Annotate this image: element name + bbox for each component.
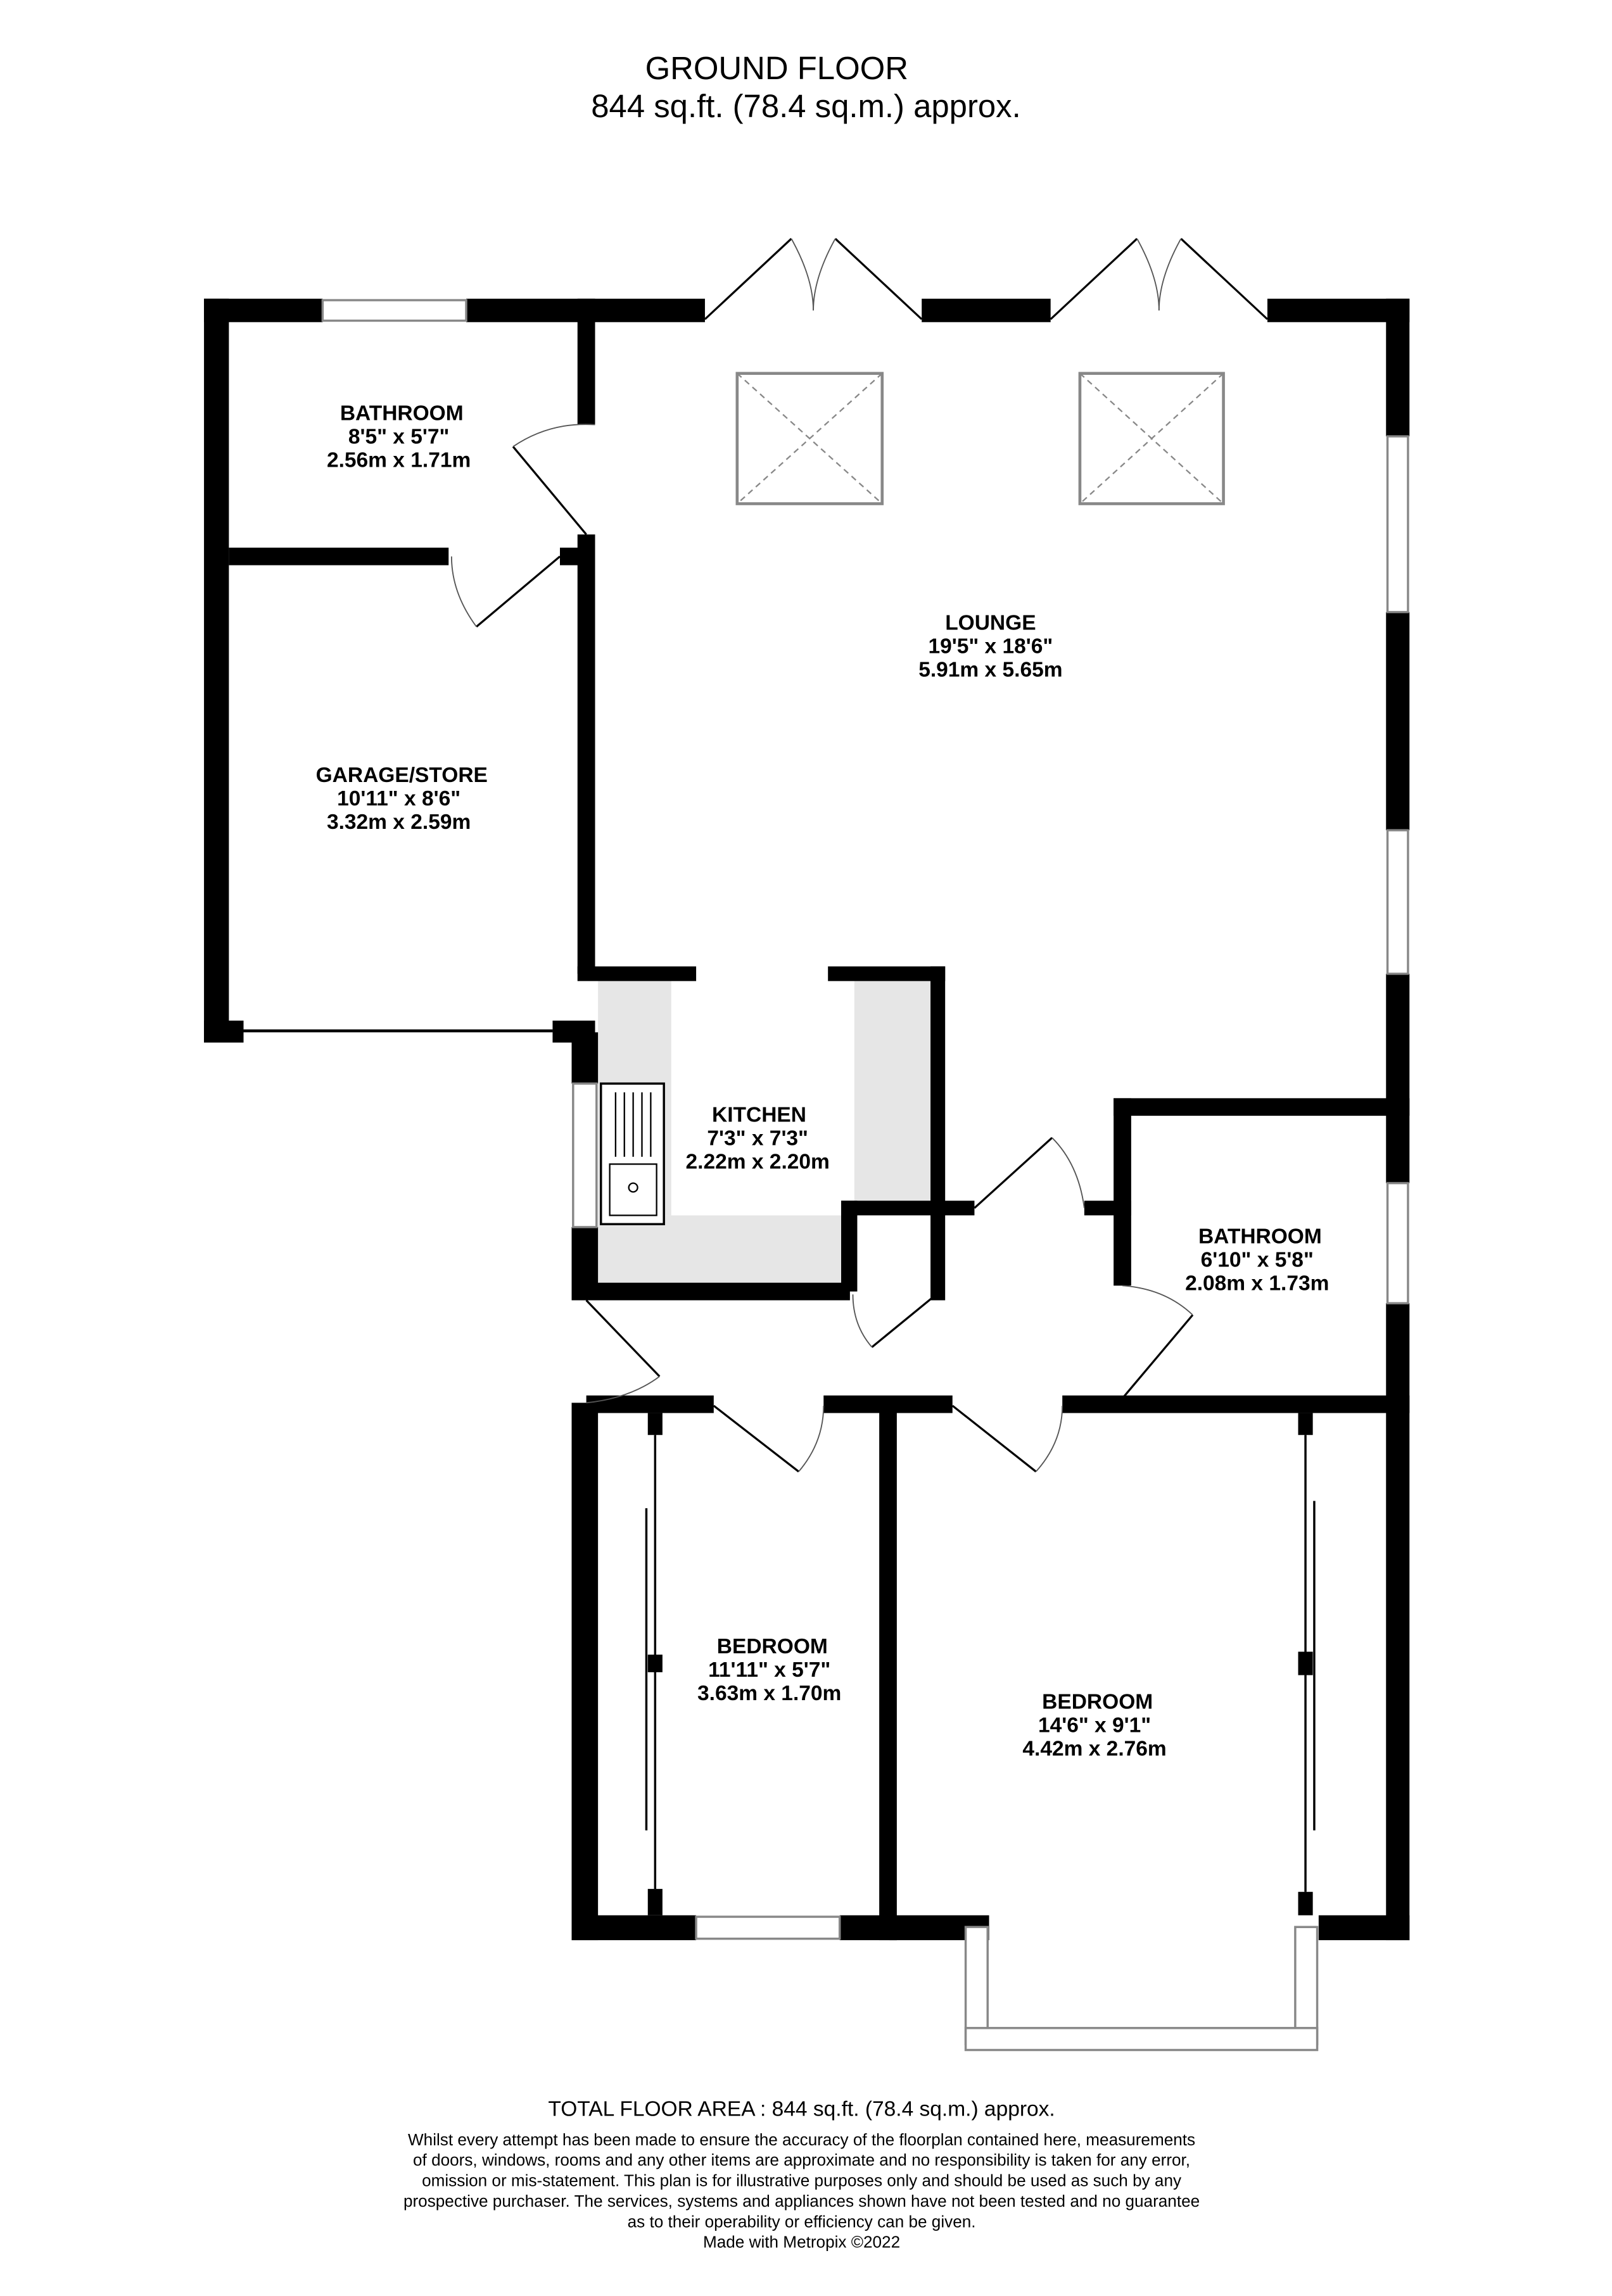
svg-text:BEDROOM: BEDROOM <box>1042 1691 1153 1714</box>
svg-text:6'10" x 5'8": 6'10" x 5'8" <box>1201 1248 1314 1271</box>
plan-area: 844 sq.ft. (78.4 sq.m.) approx. <box>591 88 1020 124</box>
svg-text:Whilst every attempt has been: Whilst every attempt has been made to en… <box>408 2130 1195 2149</box>
svg-text:BATHROOM: BATHROOM <box>340 402 464 426</box>
svg-text:8'5" x 5'7": 8'5" x 5'7" <box>348 426 450 449</box>
svg-text:BATHROOM: BATHROOM <box>1198 1225 1322 1248</box>
disclaimer: Whilst every attempt has been made to en… <box>403 2130 1200 2231</box>
svg-text:omission or mis-statement. Thi: omission or mis-statement. This plan is … <box>422 2171 1182 2190</box>
svg-text:2.22m x 2.20m: 2.22m x 2.20m <box>686 1150 830 1173</box>
svg-text:of doors, windows, rooms and a: of doors, windows, rooms and any other i… <box>413 2150 1190 2169</box>
room-bedroom-2: BEDROOM 14'6" x 9'1" 4.42m x 2.76m <box>1022 1691 1166 1761</box>
svg-text:2.56m x 1.71m: 2.56m x 1.71m <box>327 449 471 472</box>
room-garage-store: GARAGE/STORE 10'11" x 8'6" 3.32m x 2.59m <box>316 764 488 834</box>
plan-title: GROUND FLOOR <box>645 50 908 86</box>
room-bathroom-1: BATHROOM 8'5" x 5'7" 2.56m x 1.71m <box>327 402 471 472</box>
svg-text:prospective purchaser. The ser: prospective purchaser. The services, sys… <box>403 2192 1200 2211</box>
svg-text:4.42m x 2.76m: 4.42m x 2.76m <box>1022 1738 1166 1761</box>
svg-text:5.91m x 5.65m: 5.91m x 5.65m <box>918 658 1062 681</box>
walls <box>204 298 1410 1941</box>
svg-text:7'3" x 7'3": 7'3" x 7'3" <box>707 1126 808 1150</box>
svg-text:19'5" x 18'6": 19'5" x 18'6" <box>928 634 1053 658</box>
svg-text:3.32m x 2.59m: 3.32m x 2.59m <box>327 811 471 834</box>
svg-text:10'11" x 8'6": 10'11" x 8'6" <box>337 787 460 811</box>
svg-text:BEDROOM: BEDROOM <box>717 1635 828 1658</box>
room-kitchen: KITCHEN 7'3" x 7'3" 2.22m x 2.20m <box>686 1103 830 1173</box>
sink <box>600 1082 665 1225</box>
svg-text:14'6" x 9'1": 14'6" x 9'1" <box>1038 1714 1151 1738</box>
svg-text:GARAGE/STORE: GARAGE/STORE <box>316 764 488 787</box>
room-bedroom-1: BEDROOM 11'11" x 5'7" 3.63m x 1.70m <box>697 1635 841 1705</box>
room-bathroom-2: BATHROOM 6'10" x 5'8" 2.08m x 1.73m <box>1185 1225 1329 1295</box>
svg-text:2.08m x 1.73m: 2.08m x 1.73m <box>1185 1271 1329 1295</box>
svg-text:3.63m x 1.70m: 3.63m x 1.70m <box>697 1682 841 1705</box>
room-lounge: LOUNGE 19'5" x 18'6" 5.91m x 5.65m <box>918 611 1062 681</box>
svg-text:as to their operability or eff: as to their operability or efficiency ca… <box>628 2212 976 2231</box>
svg-text:11'11" x 5'7": 11'11" x 5'7" <box>708 1658 830 1682</box>
svg-text:LOUNGE: LOUNGE <box>945 611 1036 634</box>
doors <box>450 237 1269 1473</box>
skylights <box>735 372 1225 505</box>
svg-text:KITCHEN: KITCHEN <box>712 1103 806 1126</box>
total-floor-area: TOTAL FLOOR AREA : 844 sq.ft. (78.4 sq.m… <box>548 2098 1055 2121</box>
windows <box>321 299 1409 2052</box>
kitchen-counters <box>598 981 931 1286</box>
credit: Made with Metropix ©2022 <box>703 2233 900 2252</box>
